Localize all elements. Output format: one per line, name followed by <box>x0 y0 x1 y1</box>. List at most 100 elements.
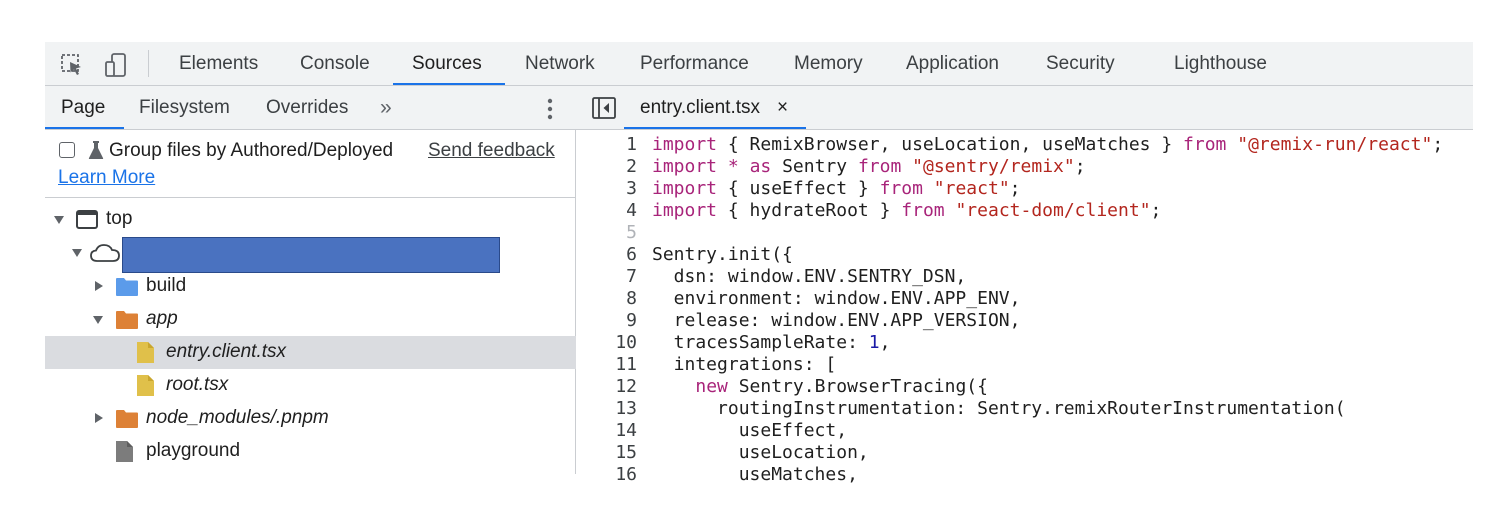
line-number[interactable]: 7 <box>626 266 637 287</box>
file-icon <box>137 342 154 363</box>
tab-performance[interactable]: Performance <box>640 53 749 74</box>
tree-item-label: top <box>106 208 133 229</box>
code-line[interactable]: 11 integrations: [ <box>576 354 1473 376</box>
line-number[interactable]: 8 <box>626 288 637 309</box>
code-line[interactable]: 16 useMatches, <box>576 464 1473 486</box>
tab-page[interactable]: Page <box>61 97 106 118</box>
close-icon[interactable]: × <box>777 97 789 118</box>
line-number[interactable]: 14 <box>615 420 637 441</box>
line-number[interactable]: 6 <box>626 244 637 265</box>
editor-tab-entry-client[interactable]: entry.client.tsx <box>640 97 761 118</box>
tree-item-root[interactable]: root.tsx <box>45 369 576 402</box>
active-subtab-indicator <box>45 127 124 129</box>
tab-memory[interactable]: Memory <box>794 53 863 74</box>
code-line[interactable]: 15 useLocation, <box>576 442 1473 464</box>
tree-item-label: build <box>146 275 187 296</box>
expand-arrow-icon[interactable] <box>95 281 103 291</box>
more-tabs-chevron-icon[interactable]: » <box>380 96 392 119</box>
expand-arrow-icon[interactable] <box>72 249 82 257</box>
tab-lighthouse[interactable]: Lighthouse <box>1174 53 1267 74</box>
device-toggle-icon[interactable] <box>103 52 129 78</box>
frame-icon <box>76 210 98 229</box>
toolbar-divider <box>148 50 149 77</box>
code-text: useMatches, <box>652 464 858 485</box>
code-editor[interactable]: 1 import { RemixBrowser, useLocation, use… <box>576 130 1473 485</box>
navigator-panel: Page Filesystem Overrides » <box>45 86 576 474</box>
code-line[interactable]: 9 release: window.ENV.APP_VERSION, <box>576 310 1473 332</box>
tree-item-label: root.tsx <box>166 374 229 395</box>
line-number[interactable]: 15 <box>615 442 637 463</box>
navigator-tabbar: Page Filesystem Overrides » <box>45 86 576 130</box>
code-text: environment: window.ENV.APP_ENV, <box>652 288 1021 309</box>
tab-elements[interactable]: Elements <box>179 53 259 74</box>
line-number[interactable]: 3 <box>626 178 637 199</box>
code-text: release: window.ENV.APP_VERSION, <box>652 310 1021 331</box>
code-text: new Sentry.BrowserTracing({ <box>695 376 988 397</box>
tab-network[interactable]: Network <box>525 53 595 74</box>
line-number[interactable]: 2 <box>626 156 637 177</box>
active-editor-tab-indicator <box>624 127 806 129</box>
line-number[interactable]: 11 <box>615 354 637 375</box>
code-line[interactable]: 13 routingInstrumentation: Sentry.remixR… <box>576 398 1473 420</box>
code-text: tracesSampleRate: 1, <box>652 332 891 353</box>
line-number[interactable]: 13 <box>615 398 637 419</box>
code-text: import { RemixBrowser, useLocation, useM… <box>652 134 1444 155</box>
tree-item-label: app <box>146 308 178 329</box>
tab-filesystem[interactable]: Filesystem <box>139 97 230 118</box>
line-number[interactable]: 12 <box>615 376 637 397</box>
tab-application[interactable]: Application <box>906 53 999 74</box>
code-line[interactable]: 1 import { RemixBrowser, useLocation, use… <box>576 134 1473 156</box>
more-options-icon[interactable] <box>540 96 560 122</box>
code-line[interactable]: 6 Sentry.init({ <box>576 244 1473 266</box>
element-picker-icon[interactable] <box>59 52 85 78</box>
line-number[interactable]: 4 <box>626 200 637 221</box>
redacted-domain-name <box>122 237 500 273</box>
expand-arrow-icon[interactable] <box>95 413 103 423</box>
group-files-label: Group files by Authored/Deployed <box>109 140 394 161</box>
active-tab-indicator <box>393 83 505 85</box>
code-text: useLocation, <box>652 442 869 463</box>
line-number[interactable]: 9 <box>626 310 637 331</box>
learn-more-link[interactable]: Learn More <box>58 167 156 188</box>
tree-item-entry-client[interactable]: entry.client.tsx <box>45 336 576 369</box>
code-text: dsn: window.ENV.SENTRY_DSN, <box>652 266 967 287</box>
code-line[interactable]: 14 useEffect, <box>576 420 1473 442</box>
file-icon <box>137 375 154 396</box>
code-text: import { hydrateRoot } from "react-dom/c… <box>652 200 1162 221</box>
line-number[interactable]: 10 <box>615 332 637 353</box>
expand-arrow-icon[interactable] <box>93 316 103 324</box>
code-line[interactable]: 10 tracesSampleRate: 1, <box>576 332 1473 354</box>
tab-overrides[interactable]: Overrides <box>266 97 349 118</box>
expand-arrow-icon[interactable] <box>54 216 64 224</box>
tree-item-app[interactable]: app <box>45 303 576 336</box>
line-number[interactable]: 5 <box>626 222 637 243</box>
code-line[interactable]: 7 dsn: window.ENV.SENTRY_DSN, <box>576 266 1473 288</box>
code-line[interactable]: 5 <box>576 222 1473 244</box>
tab-console[interactable]: Console <box>300 53 370 74</box>
code-text: Sentry.init({ <box>652 244 793 265</box>
devtools-window: Elements Console Sources Network Perform… <box>45 42 1473 485</box>
toggle-navigator-icon[interactable] <box>592 97 616 119</box>
tree-item-playground[interactable]: playground <box>45 435 576 468</box>
line-number[interactable]: 16 <box>615 464 637 485</box>
code-text: routingInstrumentation: Sentry.remixRout… <box>652 398 1346 419</box>
code-line[interactable]: 4 import { hydrateRoot } from "react-dom/… <box>576 200 1473 222</box>
cloud-icon <box>90 244 120 262</box>
editor-tabbar: entry.client.tsx × <box>576 86 1473 130</box>
code-text: integrations: [ <box>652 354 837 375</box>
code-line[interactable]: 12 new Sentry.BrowserTracing({ <box>576 376 1473 398</box>
code-line[interactable]: 8 environment: window.ENV.APP_ENV, <box>576 288 1473 310</box>
tree-item-label: playground <box>146 440 241 461</box>
line-number[interactable]: 1 <box>626 134 637 155</box>
send-feedback-link[interactable]: Send feedback <box>428 140 555 161</box>
group-files-checkbox[interactable] <box>59 142 75 158</box>
tab-sources[interactable]: Sources <box>412 53 482 74</box>
tree-item-domain[interactable] <box>45 238 576 271</box>
tree-item-node-modules[interactable]: node_modules/.pnpm <box>45 402 576 435</box>
tree-item-build[interactable]: build <box>45 270 576 303</box>
tree-item-top[interactable]: top <box>45 203 576 236</box>
tab-security[interactable]: Security <box>1046 53 1115 74</box>
tree-item-label: node_modules/.pnpm <box>146 407 329 428</box>
